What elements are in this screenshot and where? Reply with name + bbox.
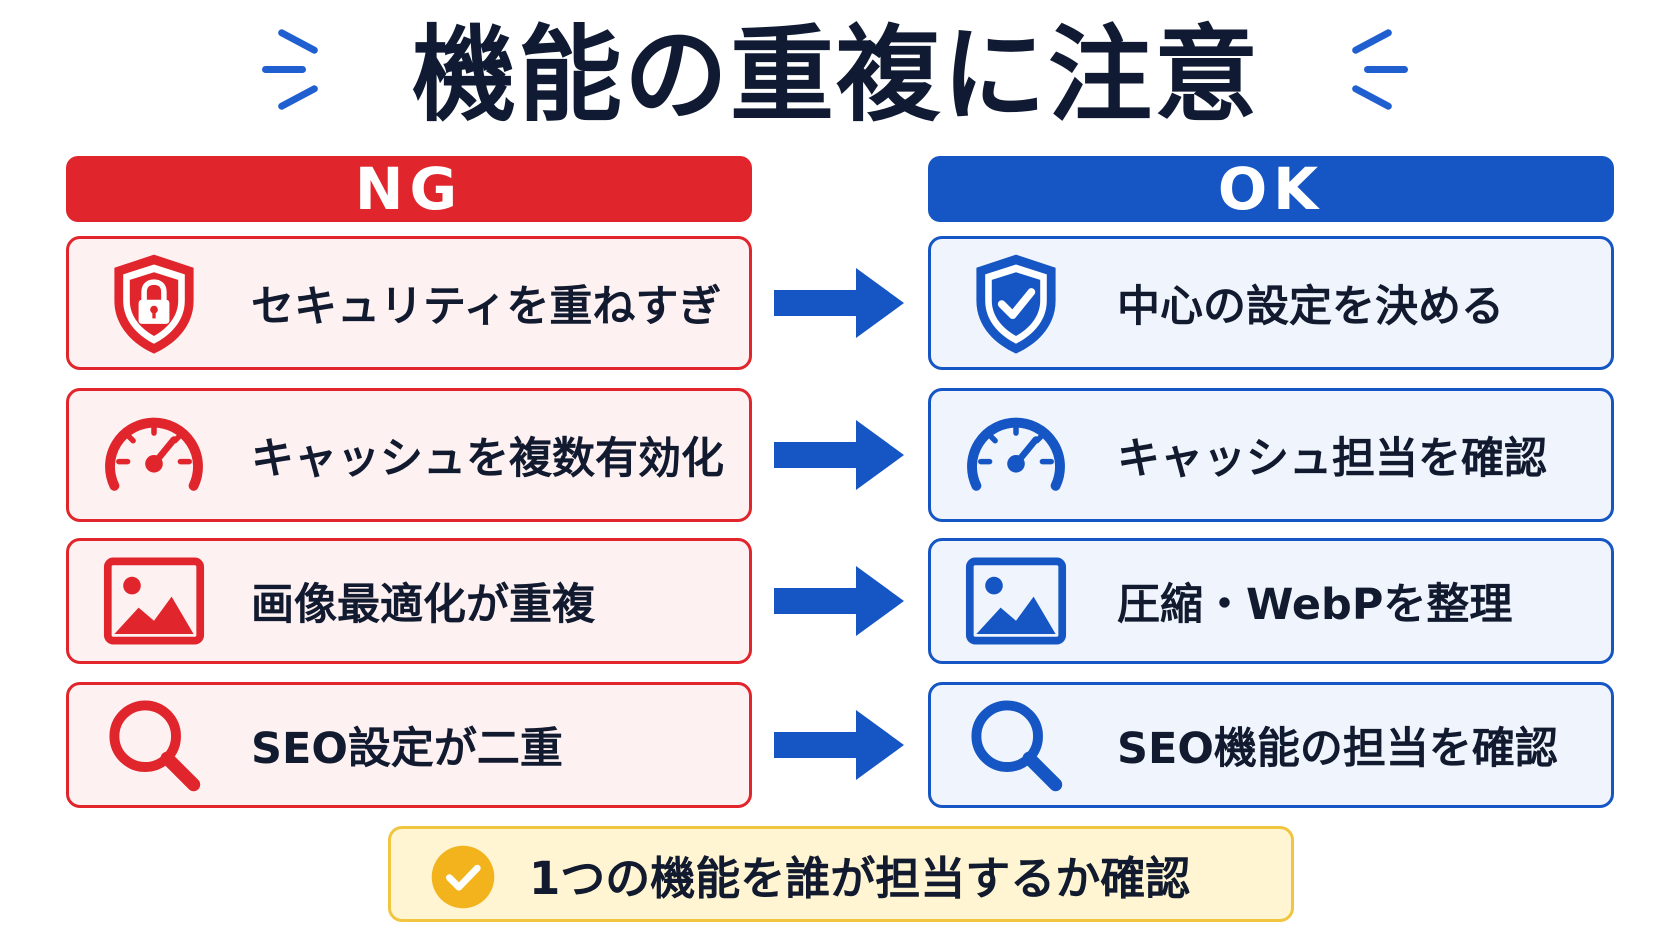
image-icon: [965, 557, 1067, 645]
ng-item-image: 画像最適化が重複: [66, 538, 752, 664]
search-icon: [109, 700, 201, 792]
ng-item-seo: SEO設定が二重: [66, 682, 752, 808]
shield-lock-icon: [114, 254, 194, 354]
ok-item-label: キャッシュ担当を確認: [1117, 434, 1547, 484]
ng-item-label: 画像最適化が重複: [251, 580, 595, 630]
ok-item-security: 中心の設定を決める: [928, 236, 1614, 370]
summary-note: 1つの機能を誰が担当するか確認: [388, 826, 1294, 922]
arrow-right-icon: [774, 420, 904, 490]
title-accent-line: [1350, 28, 1394, 55]
ok-item-label: 圧縮・WebPを整理: [1117, 580, 1513, 630]
arrow-right-icon: [774, 710, 904, 780]
ng-item-label: SEO設定が二重: [251, 724, 563, 774]
speedometer-icon: [105, 417, 203, 491]
arrow-right-icon: [774, 566, 904, 636]
search-icon: [971, 700, 1063, 792]
ok-item-cache: キャッシュ担当を確認: [928, 388, 1614, 522]
ng-header: NG: [66, 156, 752, 222]
ng-item-security: セキュリティを重ねすぎ: [66, 236, 752, 370]
arrow-right-icon: [774, 268, 904, 338]
ok-header: OK: [928, 156, 1614, 222]
image-icon: [103, 557, 205, 645]
ok-item-label: 中心の設定を決める: [1117, 282, 1504, 332]
title-accent-line: [276, 84, 320, 111]
ng-item-label: キャッシュを複数有効化: [251, 434, 724, 484]
ng-item-cache: キャッシュを複数有効化: [66, 388, 752, 522]
ok-item-seo: SEO機能の担当を確認: [928, 682, 1614, 808]
speedometer-icon: [967, 417, 1065, 491]
title-accent-line: [262, 66, 306, 73]
ok-item-image: 圧縮・WebPを整理: [928, 538, 1614, 664]
title-accent-line: [1364, 66, 1408, 73]
ng-item-label: セキュリティを重ねすぎ: [251, 282, 722, 332]
ok-item-label: SEO機能の担当を確認: [1117, 724, 1558, 774]
title-accent-line: [1350, 84, 1394, 111]
summary-note-label: 1つの機能を誰が担当するか確認: [529, 851, 1191, 905]
page-title: 機能の重複に注意: [411, 14, 1260, 136]
shield-check-icon: [976, 254, 1056, 354]
title-accent-line: [276, 28, 320, 55]
check-circle-icon: [431, 845, 495, 909]
